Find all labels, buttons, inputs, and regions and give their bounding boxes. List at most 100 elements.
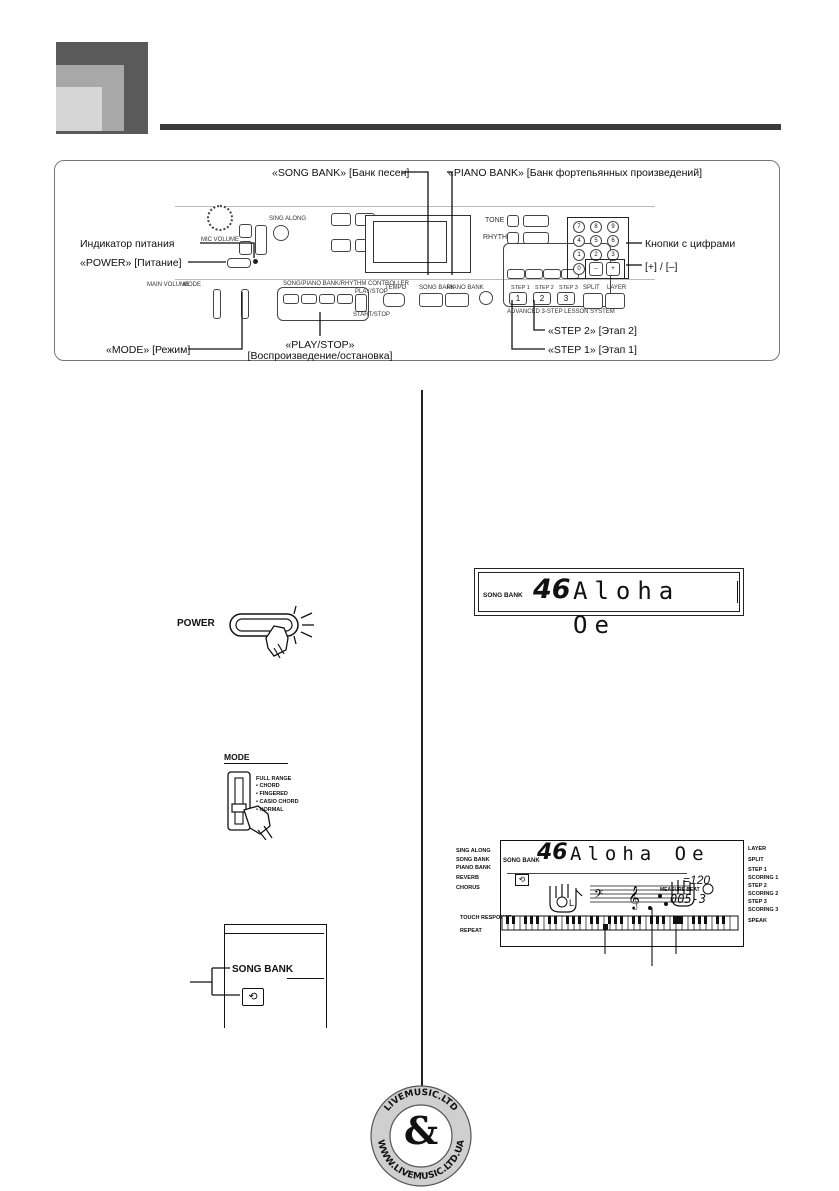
demo-button[interactable]	[255, 225, 267, 255]
lcd-label-song-bank: SONG BANK	[456, 857, 490, 863]
key-8[interactable]: 8	[590, 221, 602, 233]
rhythm-label: RHYTHM	[483, 234, 513, 241]
callout-step1: «STEP 1» [Этап 1]	[548, 344, 637, 356]
key-7[interactable]: 7	[573, 221, 585, 233]
controller-button[interactable]	[337, 294, 353, 304]
song-lcd-small-edge	[737, 581, 738, 603]
lesson-button[interactable]	[525, 269, 543, 279]
controller-button[interactable]	[319, 294, 335, 304]
display-fragment-rule	[224, 933, 324, 934]
key-3[interactable]: 3	[607, 249, 619, 261]
tempo-label: TEMPO	[385, 285, 407, 291]
key-minus[interactable]: –	[589, 262, 603, 276]
key-plus[interactable]: +	[606, 262, 620, 276]
mode-figure-rule	[224, 763, 288, 764]
tempo-buttons[interactable]	[383, 293, 405, 307]
key-2[interactable]: 2	[590, 249, 602, 261]
key-0[interactable]: 0	[573, 263, 585, 275]
sing-along-button[interactable]	[273, 225, 289, 241]
mode-option-chord-text: CHORD	[259, 783, 280, 789]
mode-option-full-range: FULL RANGE	[256, 776, 292, 782]
lesson-button[interactable]	[507, 269, 525, 279]
power-button-figure	[229, 605, 314, 659]
song-bank-fragment-label: SONG BANK	[232, 964, 294, 975]
lcd-label-split: SPLIT	[748, 857, 764, 863]
mode-label: MODE	[183, 282, 201, 288]
split-label: SPLIT	[583, 285, 600, 291]
speaker-icon	[479, 291, 493, 305]
callout-leader-lines	[188, 171, 642, 350]
plus-minus-box	[585, 259, 625, 279]
step3-key-label: STEP 3	[559, 285, 578, 291]
main-volume-slider[interactable]	[213, 289, 221, 319]
lcd-label-chorus: CHORUS	[456, 885, 480, 891]
song-lcd-small-inner	[478, 572, 740, 612]
lcd-large-tempo-value: 120	[690, 873, 711, 887]
mode-option-normal-text: NORMAL	[259, 807, 284, 813]
lcd-label-piano-bank: PIANO BANK	[456, 865, 491, 871]
power-figure-label: POWER	[177, 618, 215, 629]
key-9[interactable]: 9	[607, 221, 619, 233]
lcd-label-step2: STEP 2	[748, 883, 767, 889]
step1-button[interactable]: 1	[509, 292, 527, 305]
mode-option-normal: • NORMAL	[256, 807, 284, 813]
main-display-screen	[373, 221, 447, 263]
lcd-label-reverb: REVERB	[456, 875, 479, 881]
step3-button[interactable]: 3	[557, 292, 575, 305]
key-5[interactable]: 5	[590, 235, 602, 247]
sing-along-label: SING ALONG	[269, 216, 307, 222]
panel-edge-line	[175, 206, 655, 207]
keyboard-panel: MIC VOLUME SING ALONG TONE RHYTHM MAIN V…	[54, 160, 780, 361]
piano-bank-button[interactable]	[445, 293, 469, 307]
play-stop-label: PLAY/STOP	[355, 289, 388, 295]
svg-text:&: &	[404, 1108, 438, 1153]
key-6[interactable]: 6	[607, 235, 619, 247]
repeat-button[interactable]	[283, 294, 299, 304]
lcd-label-repeat: REPEAT	[460, 928, 482, 934]
callout-power-indicator: Индикатор питания	[80, 238, 175, 250]
callout-number-buttons: Кнопки с цифрами	[645, 238, 736, 250]
play-stop-button[interactable]	[355, 294, 367, 312]
mode-option-casio-chord: • CASIO CHORD	[256, 799, 299, 805]
lcd-label-touch-response: TOUCH RESPONSE	[460, 915, 512, 921]
lesson-system-label: ADVANCED 3-STEP LESSON SYSTEM	[507, 309, 615, 315]
layer-button[interactable]	[605, 293, 625, 309]
step2-button[interactable]: 2	[533, 292, 551, 305]
tone-label: TONE	[485, 217, 505, 224]
column-divider	[421, 390, 423, 1098]
callout-power: «POWER» [Питание]	[80, 257, 182, 269]
lcd-label-layer: LAYER	[748, 846, 767, 852]
function-button[interactable]	[331, 239, 351, 252]
song-lcd-small: SONG BANK 46 Aloha Oe	[474, 568, 744, 639]
lesson-button[interactable]	[543, 269, 561, 279]
mic-volume-knob[interactable]	[207, 205, 233, 231]
header-rule	[160, 124, 781, 130]
song-bank-button[interactable]	[419, 293, 443, 307]
song-bank-key-label: SONG BANK	[419, 285, 455, 291]
lcd-large-song-bank: SONG BANK	[503, 858, 540, 864]
callout-play-stop-sub: [Воспроизведение/остановка]	[247, 350, 393, 362]
split-button[interactable]	[583, 293, 603, 309]
step1-key-label: STEP 1	[511, 285, 530, 291]
song-lcd-small-label: SONG BANK	[483, 592, 523, 599]
key-4[interactable]: 4	[573, 235, 585, 247]
song-bank-bracket	[190, 967, 240, 996]
function-button[interactable]	[331, 213, 351, 226]
lcd-label-step1: STEP 1	[748, 867, 767, 873]
svg-text:𝄢: 𝄢	[594, 888, 603, 904]
mic-volume-label: MIC VOLUME	[201, 237, 240, 243]
mode-figure-title: MODE	[224, 752, 250, 762]
lcd-label-sing-along: SING ALONG	[456, 848, 491, 854]
key-1[interactable]: 1	[573, 249, 585, 261]
tone-button[interactable]	[523, 215, 549, 227]
piano-bank-key-label: PIANO BANK	[447, 285, 484, 291]
transpose-up-button[interactable]	[239, 224, 252, 238]
transpose-down-button[interactable]	[239, 241, 252, 255]
callout-step2: «STEP 2» [Этап 2]	[548, 325, 637, 337]
tone-icon	[507, 215, 519, 227]
power-indicator-lamp	[253, 259, 258, 264]
mode-option-fingered: • FINGERED	[256, 791, 288, 797]
song-bank-display-fragment	[224, 924, 327, 1028]
power-switch[interactable]	[227, 258, 251, 268]
controller-button[interactable]	[301, 294, 317, 304]
